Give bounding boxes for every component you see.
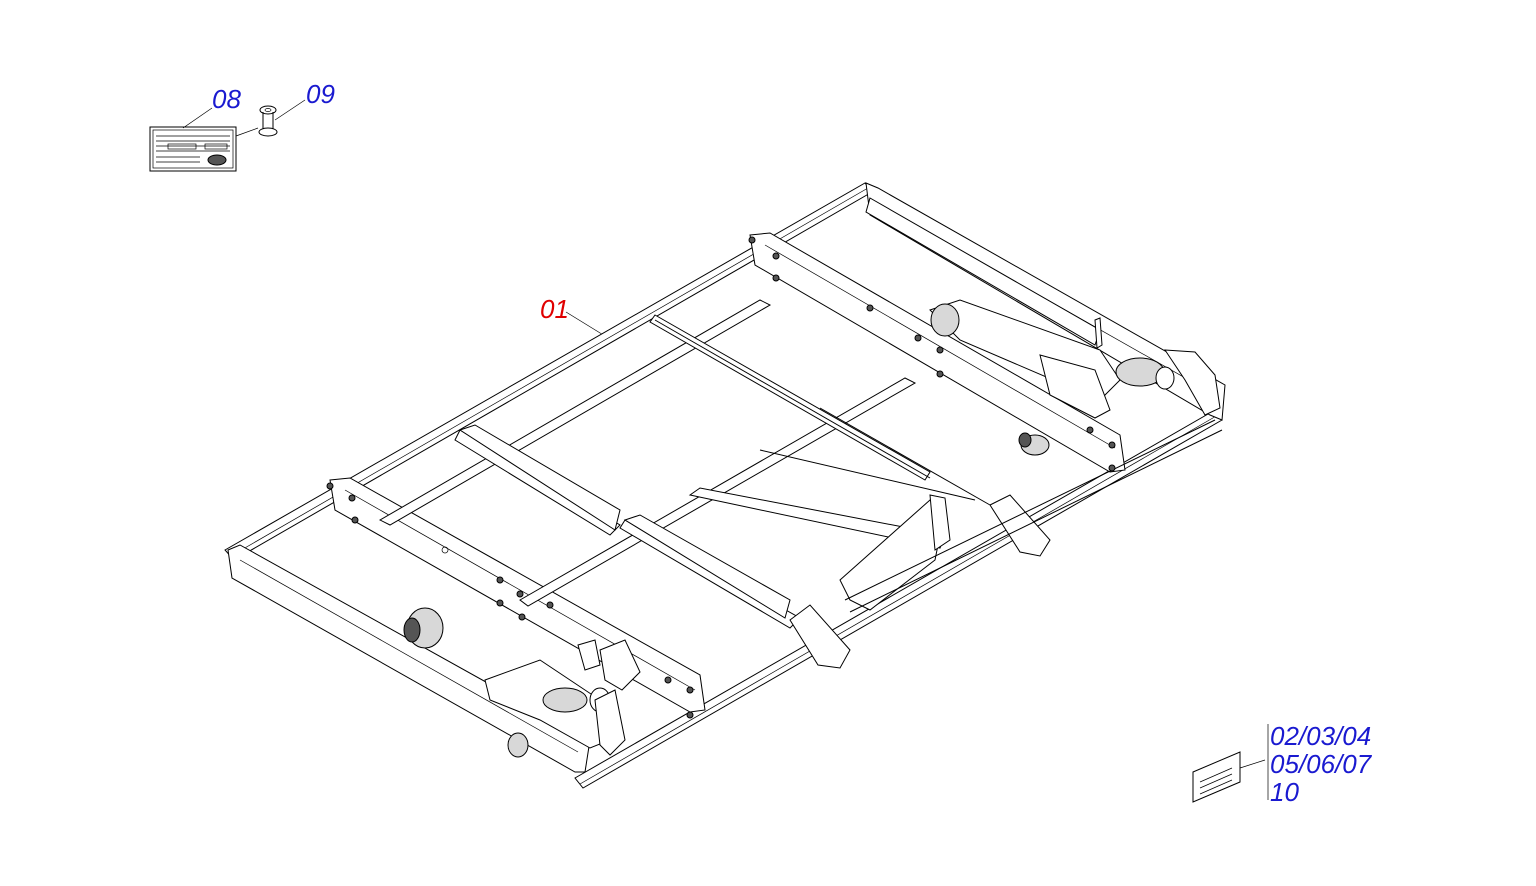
callout-group-line: 05/06/07 xyxy=(1270,749,1372,779)
id-plate-part-08 xyxy=(149,126,237,172)
right-wheel-hub xyxy=(929,299,1221,456)
left-wheel-hub xyxy=(403,607,641,758)
main-frame-part-01 xyxy=(224,182,1226,789)
callout-09: 09 xyxy=(306,79,335,109)
bolts xyxy=(326,236,1116,719)
callout-08: 08 xyxy=(212,84,241,114)
callout-group: 02/03/04 05/06/07 10 xyxy=(1270,722,1371,806)
rivet-part-09 xyxy=(235,105,278,137)
callout-01: 01 xyxy=(540,294,569,324)
callout-group-line: 10 xyxy=(1270,777,1299,807)
leader-lines xyxy=(182,99,1269,800)
callout-group-line: 02/03/04 xyxy=(1270,721,1372,751)
decal-sheet xyxy=(1192,751,1266,803)
